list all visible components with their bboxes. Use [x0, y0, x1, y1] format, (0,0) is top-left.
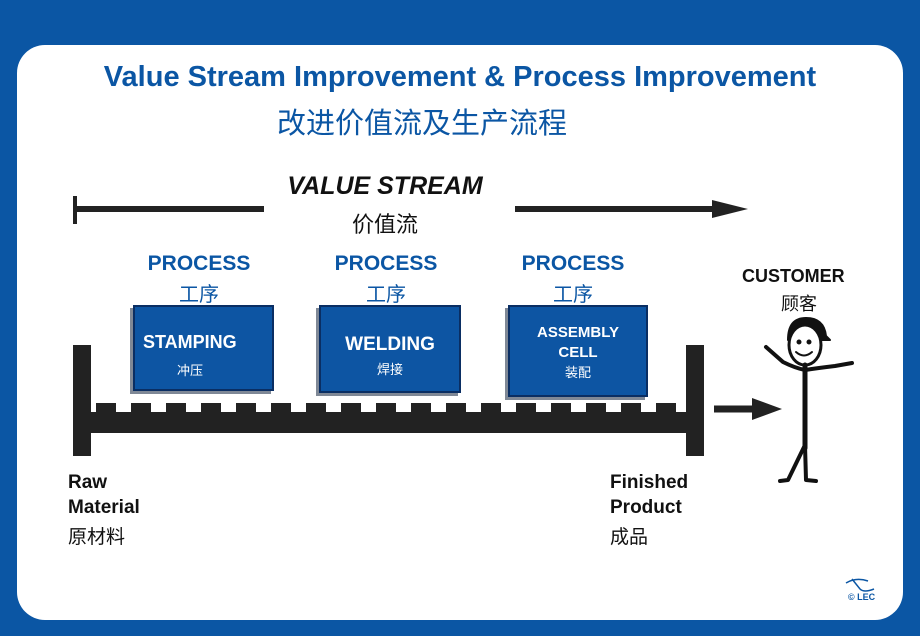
flow-track-tooth	[131, 403, 151, 413]
welding-label-chinese: 焊接	[376, 363, 403, 378]
value-stream-arrowhead	[712, 200, 748, 218]
flow-track-tooth	[166, 403, 186, 413]
flow-track-tooth	[586, 403, 606, 413]
customer-arrowhead	[752, 398, 782, 420]
process-flow-track	[73, 345, 704, 456]
customer-left-leg	[778, 443, 807, 483]
finished-product-line-1: Finished	[610, 472, 689, 493]
process-heading-label: PROCESS	[147, 252, 251, 275]
process-heading-2: PROCESS 工序	[311, 252, 461, 307]
lec-logo-mark: © LEC	[845, 578, 876, 602]
flow-track-tooth	[411, 403, 431, 413]
welding-label: WELDING	[345, 334, 435, 355]
value-stream-label: VALUE STREAM	[287, 172, 483, 200]
process-heading-chinese: 工序	[553, 282, 593, 306]
customer-eye-left	[796, 339, 802, 345]
customer-figure	[764, 317, 854, 483]
assembly-label-chinese: 装配	[564, 366, 591, 381]
assembly-label: ASSEMBLY	[537, 324, 619, 341]
flow-track-tooth	[446, 403, 466, 413]
value-stream-label-chinese: 价值流	[351, 213, 418, 238]
customer-arrow	[714, 398, 782, 420]
flow-track-tooth	[201, 403, 221, 413]
flow-track-tooth	[516, 403, 536, 413]
finished-product-post	[686, 345, 704, 456]
flow-track-teeth	[96, 403, 676, 413]
finished-product-chinese: 成品	[610, 526, 649, 548]
raw-material-post	[73, 345, 91, 456]
customer-head	[787, 323, 823, 367]
process-heading-label: PROCESS	[334, 252, 438, 275]
stamping-label: STAMPING	[143, 332, 237, 352]
flow-track-tooth	[376, 403, 396, 413]
stamping-label-chinese: 冲压	[177, 364, 204, 379]
finished-product-line-2: Product	[610, 497, 682, 518]
flow-track-tooth	[481, 403, 501, 413]
welding-process-box: WELDING 焊接	[319, 305, 461, 393]
flow-track-tooth	[271, 403, 291, 413]
assembly-cell-process-box: ASSEMBLY CELL 装配	[508, 305, 648, 397]
customer-smile	[795, 351, 813, 357]
customer-eye-right	[806, 339, 812, 345]
flow-track-tooth	[551, 403, 571, 413]
cell-label: CELL	[558, 344, 598, 361]
process-heading-label: PROCESS	[521, 252, 625, 275]
flow-track-tooth	[621, 403, 641, 413]
customer-arms	[764, 345, 854, 372]
title-english: Value Stream Improvement & Process Impro…	[103, 61, 817, 93]
title-chinese: 改进价值流及生产流程	[276, 106, 567, 140]
lec-logo: © LEC	[838, 575, 884, 603]
value-stream-arrow	[73, 196, 748, 224]
customer-label: CUSTOMER	[742, 266, 845, 286]
flow-track-tooth	[306, 403, 326, 413]
customer-right-leg	[803, 443, 818, 483]
flow-track-bar	[73, 412, 704, 433]
process-heading-chinese: 工序	[366, 282, 406, 306]
customer-label-chinese: 顾客	[781, 294, 817, 315]
process-heading-3: PROCESS 工序	[498, 252, 648, 307]
process-heading-1: PROCESS 工序	[124, 252, 274, 307]
process-heading-chinese: 工序	[179, 282, 219, 306]
flow-track-tooth	[656, 403, 676, 413]
finished-product-label: Finished Product 成品	[610, 472, 688, 549]
raw-material-line-2: Material	[68, 497, 140, 518]
raw-material-label: Raw Material 原材料	[68, 472, 140, 549]
stamping-process-box: STAMPING 冲压	[133, 305, 274, 391]
raw-material-line-1: Raw	[68, 472, 108, 493]
flow-track-tooth	[96, 403, 116, 413]
flow-track-tooth	[341, 403, 361, 413]
raw-material-chinese: 原材料	[68, 526, 126, 548]
flow-track-tooth	[236, 403, 256, 413]
lec-logo-text: © LEC	[848, 592, 876, 602]
